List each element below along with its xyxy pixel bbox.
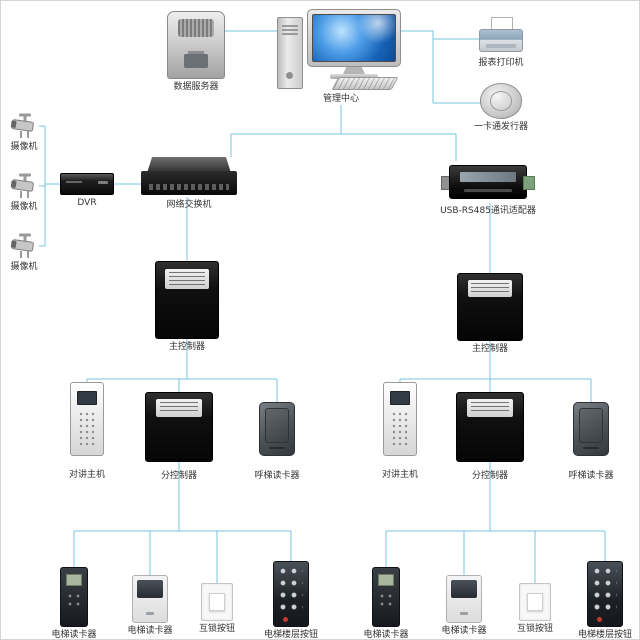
node-floor-buttons-2: 电梯楼层按钮	[569, 561, 639, 640]
node-sub-controller-1: 分控制器	[143, 392, 215, 482]
usb-rs485-adapter-icon	[441, 161, 535, 203]
management-center-label: 管理中心	[322, 94, 359, 104]
monitor-stand	[343, 67, 365, 74]
node-camera-1: 摄像机	[3, 113, 45, 153]
interlock-button-label: 互锁按钮	[516, 624, 553, 634]
elevator-reader-label: 电梯读卡器	[127, 626, 173, 636]
floor-buttons-label: 电梯楼层按钮	[263, 630, 318, 640]
node-report-printer: 报表打印机	[471, 17, 531, 69]
monitor-bezel	[307, 9, 401, 67]
sub-controller-label: 分控制器	[160, 471, 197, 481]
card-issuer-label: 一卡通发行器	[473, 122, 528, 132]
interlock-button-icon	[201, 583, 233, 621]
printer-body	[479, 29, 523, 52]
node-interlock-button-2: 互锁按钮	[507, 583, 563, 635]
node-dvr: DVR	[57, 173, 117, 209]
intercom-host-icon	[70, 382, 104, 456]
intercom-host-label: 对讲主机	[381, 470, 418, 480]
interlock-button-icon	[519, 583, 551, 621]
sub-controller-icon	[145, 392, 213, 462]
elevator-reader-icon	[446, 575, 482, 623]
switch-top-face	[147, 157, 231, 173]
camera-label: 摄像机	[10, 202, 38, 212]
intercom-host-label: 对讲主机	[68, 470, 105, 480]
node-data-server: 数据服务器	[161, 11, 231, 93]
link-sub2-tier3	[385, 460, 606, 583]
link-main2-tier2	[399, 339, 592, 402]
main-controller-icon	[155, 261, 219, 339]
network-switch-label: 网络交换机	[166, 200, 212, 210]
sub-controller-label: 分控制器	[471, 471, 508, 481]
call-reader-icon	[573, 402, 609, 456]
elevator-reader-label: 电梯读卡器	[441, 626, 487, 636]
link-sub1-tier3	[73, 460, 292, 583]
elevator-reader-label: 电梯读卡器	[51, 630, 97, 640]
dvr-label: DVR	[77, 198, 97, 208]
node-network-switch: 网络交换机	[139, 155, 239, 211]
camera-label: 摄像机	[10, 142, 38, 152]
node-elevator-reader-2b: 电梯读卡器	[433, 575, 495, 637]
intercom-host-icon	[383, 382, 417, 456]
floor-buttons-label: 电梯楼层按钮	[577, 630, 632, 640]
printer-icon	[479, 17, 523, 55]
main-controller-icon	[457, 273, 523, 341]
interlock-button-label: 互锁按钮	[198, 624, 235, 634]
node-camera-2: 摄像机	[3, 173, 45, 213]
elevator-reader-icon	[372, 567, 400, 627]
floor-buttons-icon	[587, 561, 623, 627]
monitor-base	[330, 74, 378, 79]
node-sub-controller-2: 分控制器	[454, 392, 526, 482]
node-call-reader-1: 呼梯读卡器	[241, 402, 313, 482]
report-printer-label: 报表打印机	[478, 58, 524, 68]
elevator-reader-icon	[60, 567, 88, 627]
network-switch-icon	[141, 155, 237, 197]
cctv-camera-icon	[10, 233, 34, 258]
adapter-body	[449, 165, 527, 199]
monitor-icon	[307, 9, 401, 79]
node-management-center: 管理中心	[271, 7, 411, 107]
main-controller-label: 主控制器	[168, 342, 205, 352]
main-controller-label: 主控制器	[471, 344, 508, 354]
link-mgmt-trunk	[230, 105, 457, 161]
usb-rs485-adapter-label: USB-RS485通讯适配器	[440, 206, 536, 216]
monitor-screen	[312, 14, 396, 62]
cctv-camera-icon	[10, 173, 34, 198]
node-usb-rs485-adapter: USB-RS485通讯适配器	[433, 161, 543, 217]
node-floor-buttons-1: 电梯楼层按钮	[255, 561, 327, 640]
node-main-controller-1: 主控制器	[153, 261, 221, 353]
link-main1-tier2	[86, 337, 278, 402]
node-interlock-button-1: 互锁按钮	[189, 583, 245, 635]
node-elevator-reader-1b: 电梯读卡器	[119, 575, 181, 637]
call-reader-label: 呼梯读卡器	[254, 471, 300, 481]
elevator-reader-icon	[132, 575, 168, 623]
server-icon	[167, 11, 225, 79]
node-main-controller-2: 主控制器	[455, 273, 525, 355]
dvr-icon	[60, 173, 114, 195]
node-elevator-reader-1a: 电梯读卡器	[43, 567, 105, 640]
link-pc-peripherals	[401, 30, 481, 104]
pc-tower-icon	[277, 17, 303, 89]
link-cameras-dvr	[39, 125, 61, 247]
keyboard-icon	[331, 77, 399, 90]
data-server-label: 数据服务器	[173, 82, 219, 92]
node-card-issuer: 一卡通发行器	[469, 83, 533, 133]
floor-buttons-icon	[273, 561, 309, 627]
adapter-terminal-right	[523, 176, 535, 190]
card-issuer-icon	[480, 83, 522, 119]
node-intercom-host-1: 对讲主机	[57, 382, 117, 481]
camera-label: 摄像机	[10, 262, 38, 272]
node-intercom-host-2: 对讲主机	[370, 382, 430, 481]
call-reader-icon	[259, 402, 295, 456]
switch-front-face	[141, 171, 237, 195]
node-elevator-reader-2a: 电梯读卡器	[355, 567, 417, 640]
cctv-camera-icon	[10, 113, 34, 138]
node-camera-3: 摄像机	[3, 233, 45, 273]
elevator-reader-label: 电梯读卡器	[363, 630, 409, 640]
node-call-reader-2: 呼梯读卡器	[555, 402, 627, 482]
sub-controller-icon	[456, 392, 524, 462]
call-reader-label: 呼梯读卡器	[568, 471, 614, 481]
